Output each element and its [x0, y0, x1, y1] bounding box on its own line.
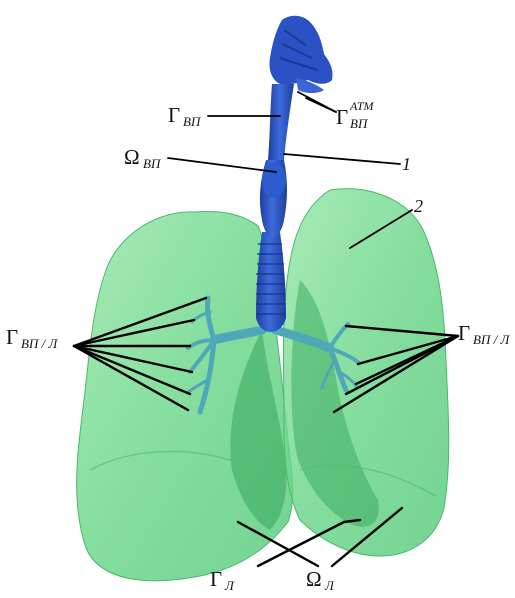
- label-gamma-lung: Γ Л: [210, 567, 235, 593]
- label-number-1: 1: [402, 154, 411, 174]
- label-omega-airway-main: Ω: [124, 145, 140, 169]
- label-omega-lung: Ω Л: [306, 567, 335, 593]
- label-gamma-interface-right: Γ ВП / Л: [458, 321, 510, 347]
- larynx-bulge: [262, 162, 286, 198]
- label-gamma-airway-main: Γ: [168, 103, 180, 127]
- nasal-cavity: [269, 16, 332, 85]
- trachea: [256, 232, 286, 332]
- label-gamma-airway-atm: Γ АТМ ВП: [336, 99, 375, 131]
- label-omega-airway: Ω ВП: [124, 145, 162, 171]
- label-gamma-atm-main: Γ: [336, 105, 348, 129]
- leader-gamma-atm-2: [306, 98, 336, 112]
- label-gamma-lung-main: Γ: [210, 567, 222, 591]
- label-omega-lung-main: Ω: [306, 567, 322, 591]
- label-gamma-interface-right-sub: ВП / Л: [473, 332, 510, 347]
- label-gamma-interface-left-sub: ВП / Л: [21, 336, 58, 351]
- label-gamma-lung-sub: Л: [224, 578, 235, 593]
- label-omega-airway-sub: ВП: [143, 156, 162, 171]
- label-gamma-interface-left-main: Γ: [6, 325, 18, 349]
- label-gamma-airway-sub: ВП: [183, 114, 202, 129]
- label-gamma-airway: Γ ВП: [168, 103, 202, 129]
- label-number-2: 2: [414, 196, 423, 216]
- pharynx: [268, 84, 294, 160]
- label-gamma-interface-right-main: Γ: [458, 321, 470, 345]
- leader-omega-airway: [168, 158, 276, 172]
- label-gamma-atm-sub: ВП: [350, 116, 369, 131]
- right-lung: [284, 189, 449, 556]
- label-gamma-interface-left: Γ ВП / Л: [6, 325, 58, 351]
- label-gamma-atm-sup: АТМ: [349, 99, 375, 113]
- leader-number-1: [284, 154, 400, 164]
- label-omega-lung-sub: Л: [324, 578, 335, 593]
